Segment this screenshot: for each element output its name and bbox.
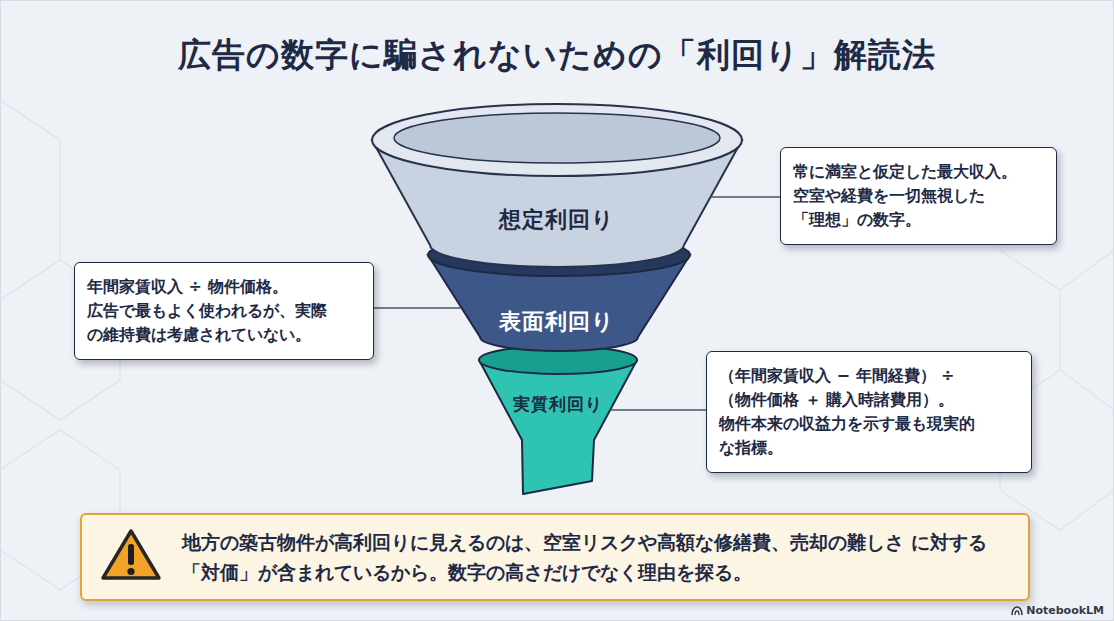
watermark-text: NotebookLM [1026,604,1104,617]
watermark: NotebookLM [1011,604,1104,617]
band-label: 想定利回り [499,205,615,235]
band-label: 表面利回り [499,307,615,337]
leader-line [610,409,706,411]
callout-box: （年間家賃収入 − 年間経費） ÷（物件価格 ＋ 購入時諸費用）。 物件本来の収… [706,351,1032,473]
funnel-rim [428,234,690,276]
callout-text: （年間家賃収入 − 年間経費） ÷（物件価格 ＋ 購入時諸費用）。 物件本来の収… [719,364,1019,460]
callout-box: 常に満室と仮定した最大収入。 空室や経費を一切無視した 「理想」の数字。 [780,147,1057,245]
funnel-rim [479,346,637,374]
warning-symbol [100,527,162,583]
watermark-icon [1011,606,1023,616]
leader-line [374,307,462,309]
funnel-shape [476,344,640,498]
funnel-spout [479,360,637,494]
callout-text: 常に満室と仮定した最大収入。 空室や経費を一切無視した 「理想」の数字。 [793,160,1044,232]
warning-box: 地方の築古物件が高利回りに見えるのは、空室リスクや高額な修繕費、売却の難しさ に… [80,513,1030,601]
funnel-band: 実質利回り [476,344,640,498]
callout-box: 年間家賃収入 ÷ 物件価格。 広告で最もよく使われるが、実際 の維持費は考慮され… [74,262,374,360]
callout-text: 年間家賃収入 ÷ 物件価格。 広告で最もよく使われるが、実際 の維持費は考慮され… [87,275,361,347]
leader-line [711,196,780,198]
band-label: 実質利回り [513,393,603,416]
funnel-shape [370,100,746,270]
funnel-opening [394,113,720,163]
funnel-band: 想定利回り [370,100,746,270]
diagram-title: 広告の数字に騙されないための「利回り」解読法 [0,33,1114,77]
warning-note: 地方の築古物件が高利回りに見えるのは、空室リスクや高額な修繕費、売却の難しさ に… [182,527,1004,587]
funnel-rim [372,104,742,176]
